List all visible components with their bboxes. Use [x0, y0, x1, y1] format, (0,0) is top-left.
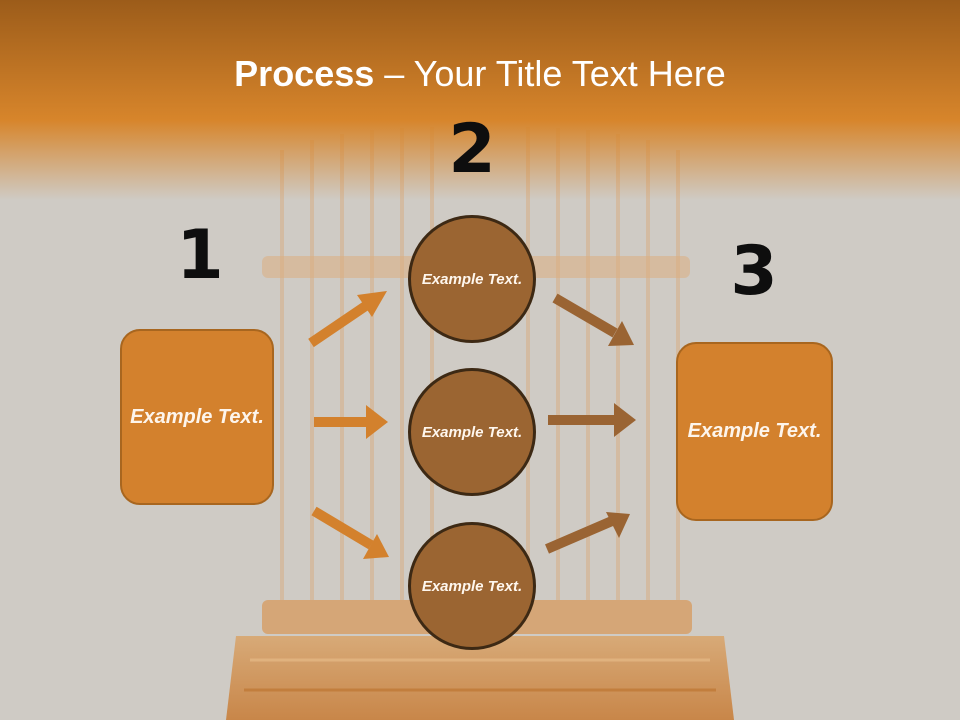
title-bold: Process [234, 53, 375, 94]
step-number-1: 1 [176, 216, 224, 295]
step-number-3: 3 [730, 232, 778, 311]
arrow-middle-to-right [548, 403, 636, 437]
left-box: Example Text. [120, 329, 274, 505]
cage-base [226, 636, 734, 720]
arrow-bottom-to-right [545, 512, 630, 554]
right-box: Example Text. [676, 342, 833, 521]
circle-bottom: Example Text. [408, 522, 536, 650]
circle-middle: Example Text. [408, 368, 536, 496]
slide-title: Process – Your Title Text Here [0, 52, 960, 96]
arrow-left-to-middle [314, 405, 388, 439]
header-band [0, 0, 960, 200]
arrow-left-to-top [308, 291, 387, 348]
circle-top: Example Text. [408, 215, 536, 343]
arrow-left-to-bottom [311, 506, 389, 559]
arrow-top-to-right [552, 293, 634, 346]
step-number-2: 2 [448, 110, 496, 189]
title-rest: – Your Title Text Here [374, 53, 726, 94]
